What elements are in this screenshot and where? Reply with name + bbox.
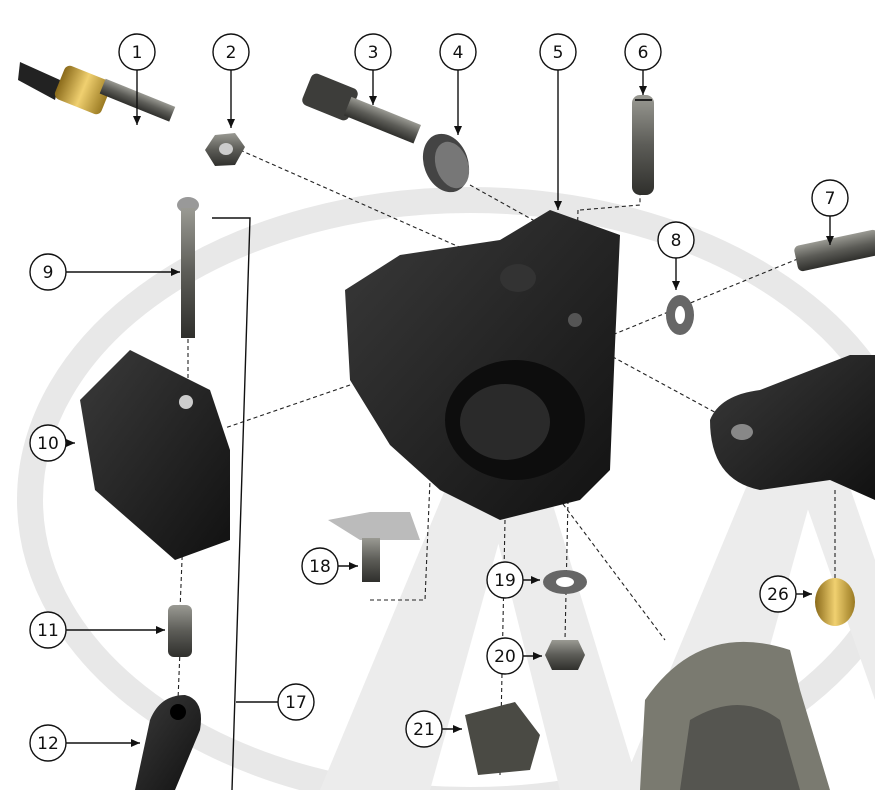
callout-circle xyxy=(811,179,849,217)
callout-number: 12 xyxy=(37,734,59,754)
callout-circle xyxy=(486,637,524,675)
part-19-washer xyxy=(543,570,587,594)
callout-number: 5 xyxy=(553,43,564,63)
callout-number: 6 xyxy=(638,43,649,63)
callout-12: 12 xyxy=(29,724,140,762)
callout-number: 2 xyxy=(226,43,237,63)
callout-circle xyxy=(657,221,695,259)
callout-17: 17 xyxy=(236,683,315,721)
part-7-screw xyxy=(794,229,875,272)
callout-number: 17 xyxy=(285,693,307,713)
callout-18: 18 xyxy=(301,547,358,585)
arrowhead-icon xyxy=(227,119,235,128)
callout-26: 26 xyxy=(759,575,812,613)
callout-number: 20 xyxy=(494,647,516,667)
arrowhead-icon xyxy=(531,576,540,584)
arrowhead-icon xyxy=(454,126,462,135)
part-4-knurled-wheel xyxy=(422,133,470,193)
callout-9: 9 xyxy=(29,253,180,291)
callout-number: 4 xyxy=(453,43,464,63)
part-10-block xyxy=(80,350,230,560)
callout-circle xyxy=(301,547,339,585)
callout-circle xyxy=(405,710,443,748)
part-20-nut xyxy=(545,640,585,670)
callout-circle xyxy=(212,33,250,71)
part-1-adjuster-screw xyxy=(18,62,176,122)
arrowhead-icon xyxy=(171,268,180,276)
callout-21: 21 xyxy=(405,710,462,748)
arrowhead-icon xyxy=(131,739,140,747)
callout-number: 7 xyxy=(825,189,836,209)
arrowhead-icon xyxy=(349,562,358,570)
callout-8: 8 xyxy=(657,221,695,290)
callout-circle xyxy=(354,33,392,71)
callout-number: 18 xyxy=(309,557,331,577)
callout-number: 21 xyxy=(413,720,435,740)
callout-1: 1 xyxy=(118,33,156,125)
part-3-cap-screw xyxy=(302,73,421,144)
callout-11: 11 xyxy=(29,611,165,649)
callout-number: 3 xyxy=(368,43,379,63)
callout-circle xyxy=(277,683,315,721)
arrowhead-icon xyxy=(826,236,834,245)
part-21-clip xyxy=(465,702,540,775)
callout-circle xyxy=(29,724,67,762)
callout-number: 11 xyxy=(37,621,59,641)
arrowhead-icon xyxy=(133,116,141,125)
callout-5: 5 xyxy=(539,33,577,210)
arrowhead-icon xyxy=(554,201,562,210)
part-18-wing-screw xyxy=(328,512,420,582)
part-11-sleeve xyxy=(168,605,192,657)
callout-number: 1 xyxy=(132,43,143,63)
callout-number: 8 xyxy=(671,231,682,251)
arrowhead-icon xyxy=(156,626,165,634)
callout-3: 3 xyxy=(354,33,392,105)
callout-circle xyxy=(439,33,477,71)
part-12-lever xyxy=(135,695,201,790)
callout-number: 9 xyxy=(43,263,54,283)
part-9-long-screw xyxy=(177,197,199,338)
callout-number: 26 xyxy=(767,585,789,605)
callout-2: 2 xyxy=(212,33,250,128)
arrowhead-icon xyxy=(453,725,462,733)
bracket-part xyxy=(710,355,875,500)
arrowhead-icon xyxy=(66,439,75,447)
callout-circle xyxy=(759,575,797,613)
callout-circle xyxy=(29,253,67,291)
part-8-washer xyxy=(666,295,694,335)
callout-circle xyxy=(486,561,524,599)
callout-number: 19 xyxy=(494,571,516,591)
callout-circle xyxy=(118,33,156,71)
arrowhead-icon xyxy=(803,590,812,598)
part-5-main-housing xyxy=(345,210,620,520)
watermark-logo xyxy=(17,187,875,790)
callout-circle xyxy=(29,424,67,462)
tube-part xyxy=(640,641,830,790)
callout-19: 19 xyxy=(486,561,540,599)
callout-7: 7 xyxy=(811,179,849,245)
callout-circle xyxy=(624,33,662,71)
callout-10: 10 xyxy=(29,424,75,462)
arrowhead-icon xyxy=(533,652,542,660)
callout-number: 10 xyxy=(37,434,59,454)
callout-circle xyxy=(539,33,577,71)
callout-6: 6 xyxy=(624,33,662,95)
part-26-brass-nut xyxy=(815,578,855,626)
part-2-hex-nut xyxy=(205,133,245,166)
callout-4: 4 xyxy=(439,33,477,135)
arrowhead-icon xyxy=(672,281,680,290)
arrowhead-icon xyxy=(369,96,377,105)
part-6-slotted-pin xyxy=(632,95,654,195)
callout-circle xyxy=(29,611,67,649)
arrowhead-icon xyxy=(639,86,647,95)
callout-20: 20 xyxy=(486,637,542,675)
